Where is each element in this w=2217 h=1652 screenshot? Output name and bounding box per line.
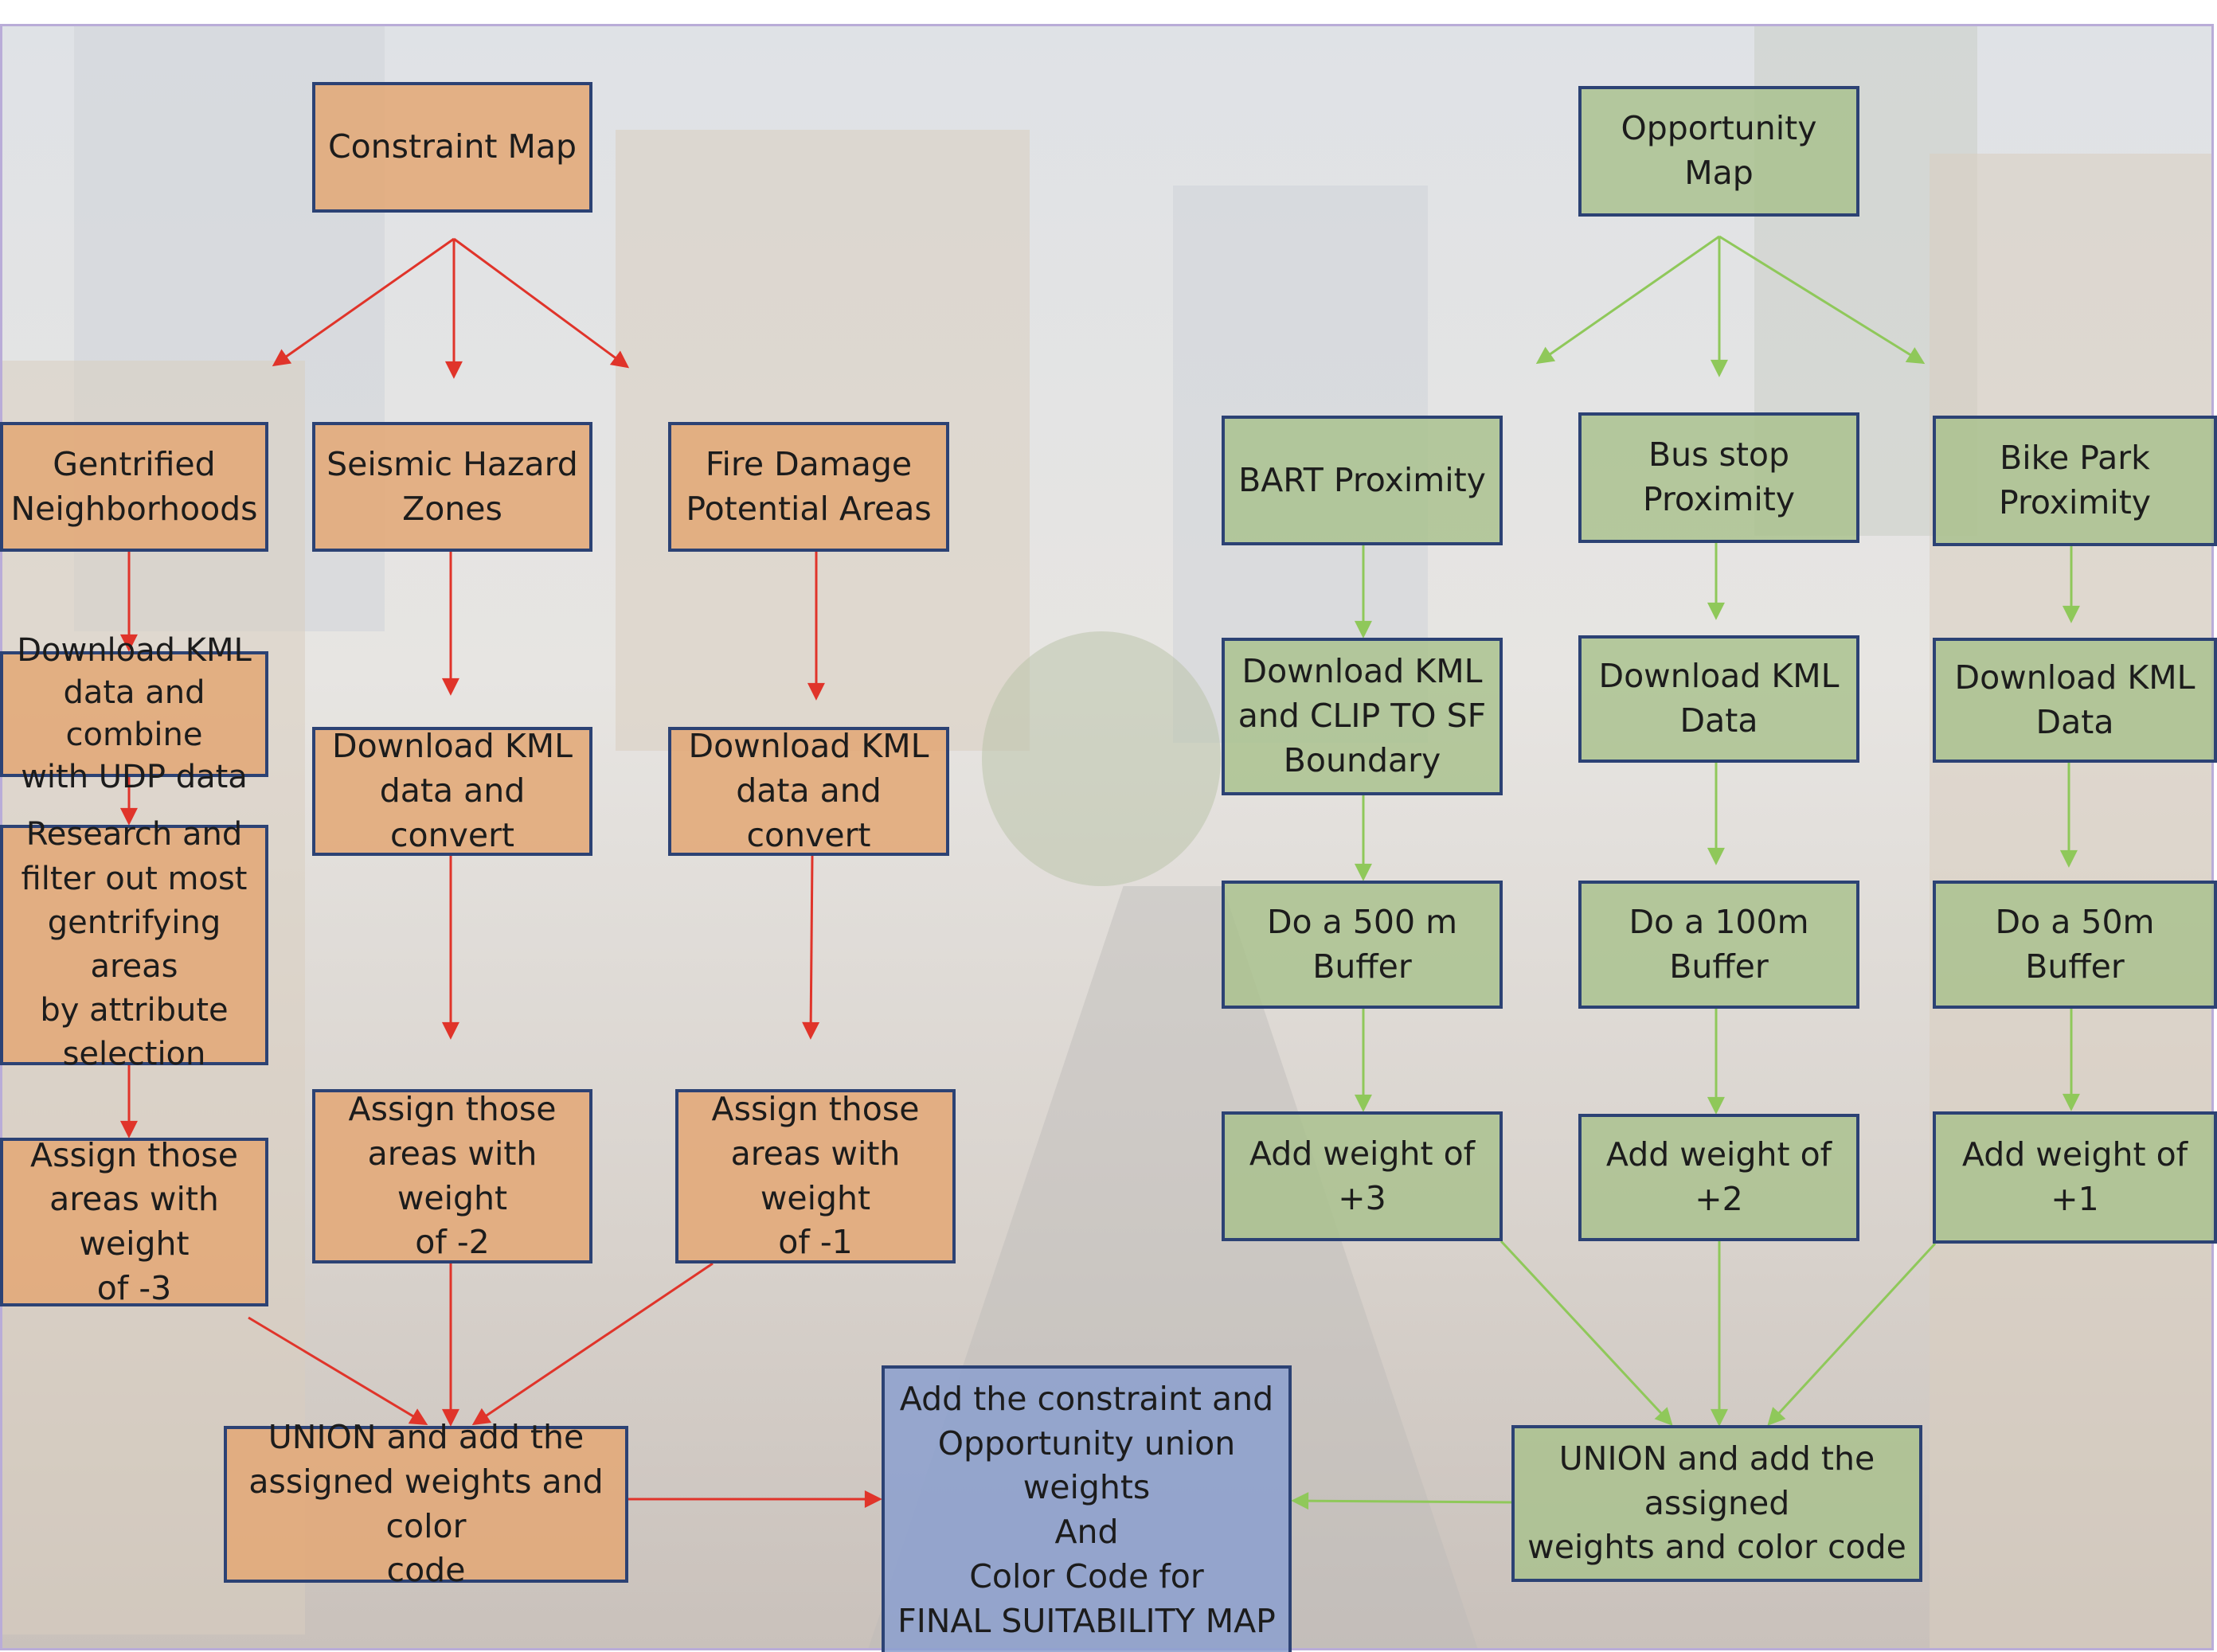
bike-buffer-node: Do a 50m Buffer [1933,881,2217,1009]
arrow-fire-step2-to-union [471,1262,714,1426]
arrow-opportunity-to-bike [1718,235,1926,365]
bart-proximity-node: BART Proximity [1222,416,1503,545]
bike-download-node: Download KML Data [1933,638,2217,763]
background-trees [982,631,1221,886]
arrow-bart-step3-to-union [1500,1240,1673,1426]
final-suitability-node: Add the constraint and Opportunity union… [882,1365,1292,1652]
gentrified-filter-node: Research and filter out most gentrifying… [0,816,268,1072]
arrow-constraint-to-fire [453,237,630,369]
arrow-gentrified-step3-to-union [248,1316,428,1426]
bike-park-proximity-node: Bike Park Proximity [1933,416,2217,546]
arrow-constraint-to-gentrified [272,237,455,367]
constraint-map-node: Constraint Map [312,82,592,213]
bus-download-node: Download KML Data [1578,635,1859,763]
fire-download-node: Download KML data and convert [668,727,949,856]
seismic-weight-node: Assign those areas with weight of -2 [312,1089,592,1263]
gentrified-neighborhoods-node: Gentrified Neighborhoods [0,422,268,552]
arrow-fire-step1-to-step2 [802,855,820,1040]
seismic-hazard-node: Seismic Hazard Zones [312,422,592,552]
gentrified-download-node: Download KML data and combine with UDP d… [0,632,268,795]
bike-weight-node: Add weight of +1 [1933,1111,2217,1244]
arrow-opportunity-to-bart [1535,235,1720,365]
gentrified-weight-node: Assign those areas with weight of -3 [0,1136,268,1307]
constraint-union-node: UNION and add the assigned weights and c… [224,1418,628,1589]
arrow-opportunity-union-to-final [1291,1492,1512,1510]
bus-stop-proximity-node: Bus stop Proximity [1578,412,1859,543]
arrow-bike-step3-to-union [1767,1242,1937,1426]
opportunity-union-node: UNION and add the assigned weights and c… [1511,1425,1922,1582]
fire-damage-node: Fire Damage Potential Areas [668,422,949,552]
bart-download-node: Download KML and CLIP TO SF Boundary [1222,638,1503,795]
opportunity-map-node: Opportunity Map [1578,86,1859,217]
bus-weight-node: Add weight of +2 [1578,1114,1859,1241]
seismic-download-node: Download KML data and convert [312,727,592,856]
bart-weight-node: Add weight of +3 [1222,1111,1503,1241]
fire-weight-node: Assign those areas with weight of -1 [675,1089,956,1263]
bus-buffer-node: Do a 100m Buffer [1578,881,1859,1009]
bart-buffer-node: Do a 500 m Buffer [1222,881,1503,1009]
